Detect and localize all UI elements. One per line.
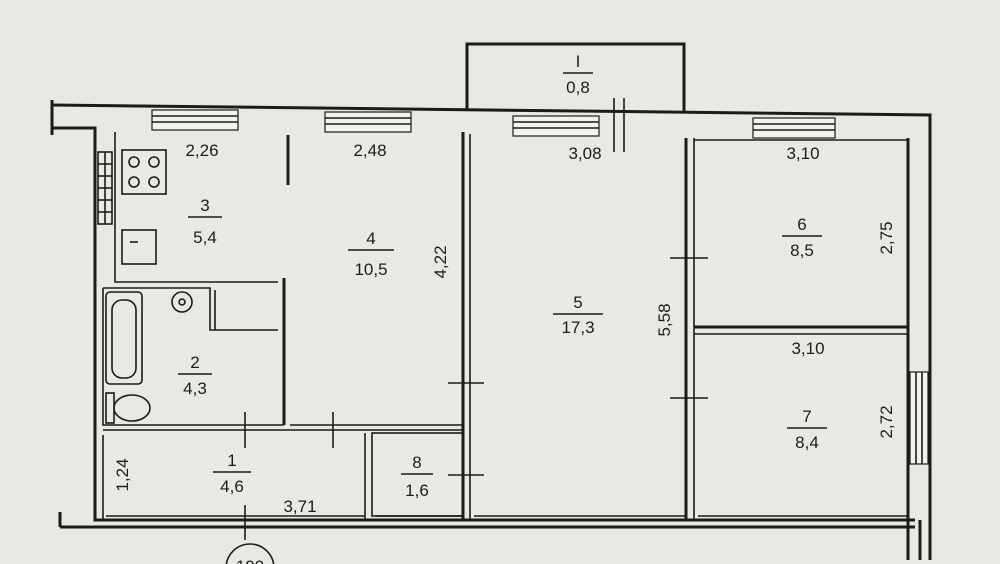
room-area: 1,6 <box>405 481 429 500</box>
room-area: 8,4 <box>795 433 819 452</box>
room-area: 4,3 <box>183 379 207 398</box>
balcony-outline <box>465 42 686 152</box>
room-area: 8,5 <box>790 241 814 260</box>
room-area: 5,4 <box>193 228 217 247</box>
dim-hall-depth: 1,24 <box>113 458 132 491</box>
room-area: 0,8 <box>566 78 590 97</box>
dim-room5-width: 3,08 <box>568 144 601 163</box>
dim-room6-depth: 2,75 <box>877 221 896 254</box>
room-number: I <box>576 52 581 71</box>
room-label-8: 8 1,6 <box>401 453 433 500</box>
marker-label: 109 <box>236 557 264 564</box>
washbasin-icon <box>171 291 193 313</box>
windows <box>151 109 929 465</box>
room-label-balcony: I 0,8 <box>563 52 593 97</box>
sink-icon <box>121 229 157 265</box>
room-number: 5 <box>573 293 582 312</box>
room-area: 10,5 <box>354 260 387 279</box>
room-label-5: 5 17,3 <box>553 293 603 337</box>
toilet-icon <box>105 392 151 424</box>
dim-room4-depth: 4,22 <box>431 245 450 278</box>
dim-room5-depth: 5,58 <box>655 303 674 336</box>
dim-room7-depth: 2,72 <box>877 405 896 438</box>
dim-room4-width: 2,48 <box>353 141 386 160</box>
radiator-icon <box>97 151 113 225</box>
room-label-6: 6 8,5 <box>782 215 822 260</box>
room-number: 8 <box>412 453 421 472</box>
room-number: 3 <box>200 196 209 215</box>
room-number: 2 <box>190 353 199 372</box>
interior-walls <box>102 132 908 540</box>
outer-walls <box>50 100 932 560</box>
dim-room6-width: 3,10 <box>786 144 819 163</box>
room-number: 1 <box>227 451 236 470</box>
room-label-1: 1 4,6 <box>213 451 251 496</box>
dimension-labels: 2,26 2,48 3,08 3,10 3,10 3,71 4,22 5,58 … <box>113 141 896 516</box>
room-label-7: 7 8,4 <box>787 407 827 452</box>
room-label-4: 4 10,5 <box>348 229 394 279</box>
bathtub-icon <box>105 291 143 385</box>
room-area: 4,6 <box>220 477 244 496</box>
room-area: 17,3 <box>561 318 594 337</box>
marker-circle: 109 <box>225 543 275 564</box>
dim-room7-width: 3,10 <box>791 339 824 358</box>
room-label-2: 2 4,3 <box>178 353 212 398</box>
dim-hall-width: 3,71 <box>283 497 316 516</box>
dim-kitchen-width: 2,26 <box>185 141 218 160</box>
room-number: 6 <box>797 215 806 234</box>
room-label-3: 3 5,4 <box>188 196 222 247</box>
stove-icon <box>121 149 167 195</box>
room-number: 4 <box>366 229 375 248</box>
room-number: 7 <box>802 407 811 426</box>
